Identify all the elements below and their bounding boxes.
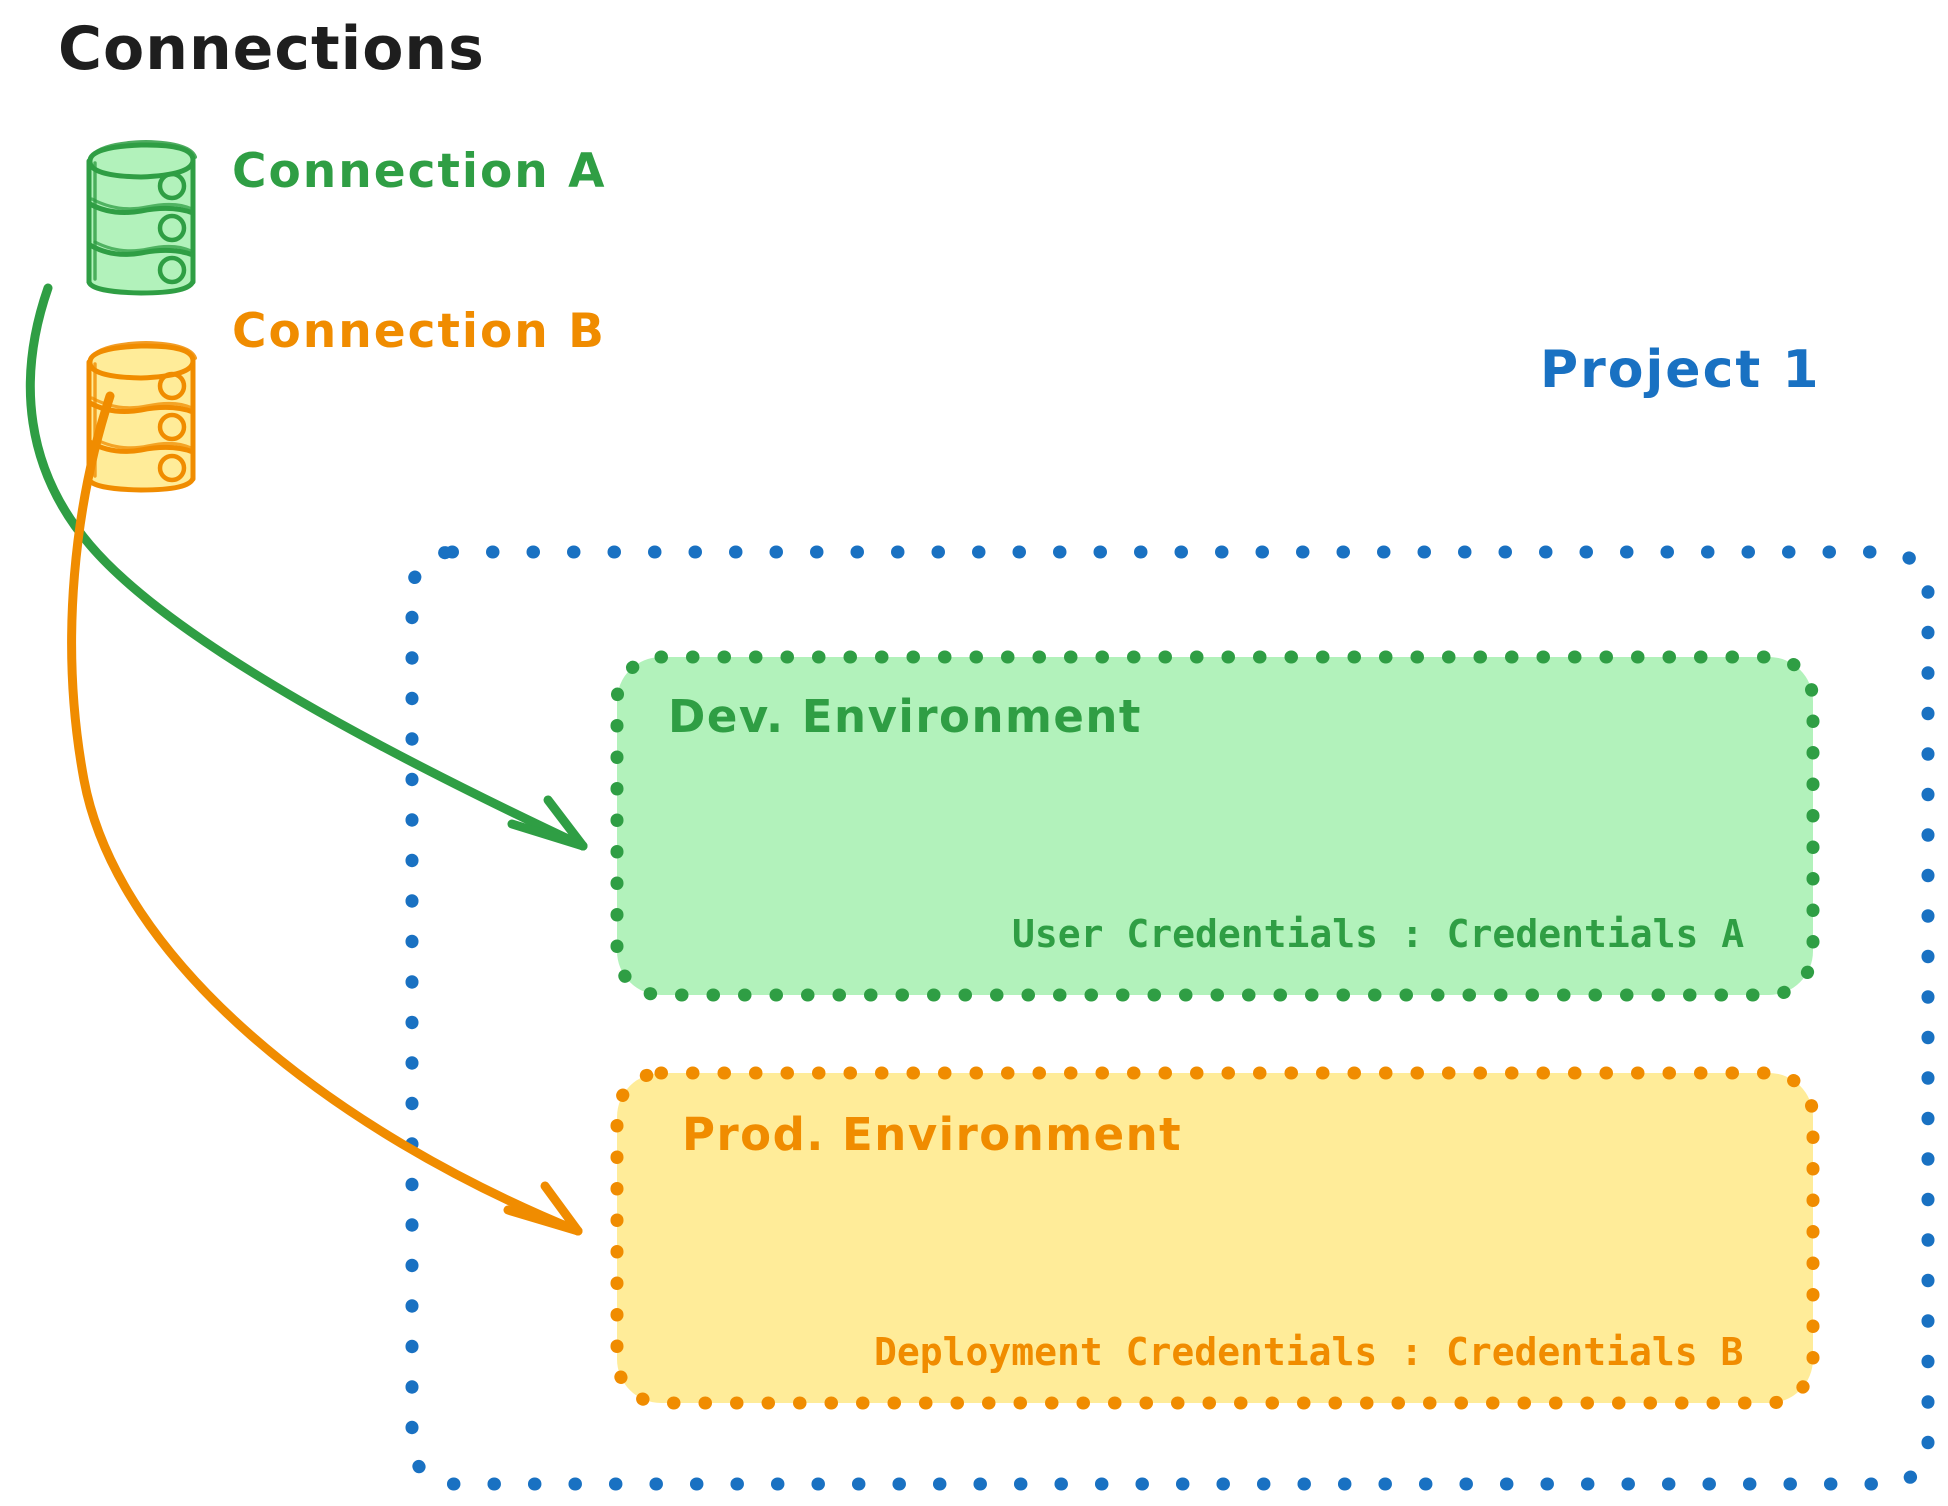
dev-environment-title: Dev. Environment xyxy=(668,690,1142,743)
prod-environment-title: Prod. Environment xyxy=(682,1108,1183,1161)
project-boundary-box[interactable] xyxy=(405,545,1935,1491)
database-cylinder-icon-orange[interactable] xyxy=(86,340,197,493)
prod-environment-box[interactable] xyxy=(610,1066,1820,1410)
dev-environment-box[interactable] xyxy=(610,650,1820,1002)
project-title-label: Project 1 xyxy=(1540,340,1821,400)
connection-a-label[interactable]: Connection A xyxy=(232,144,607,199)
database-cylinder-icon-green[interactable] xyxy=(86,139,197,296)
connection-b-label[interactable]: Connection B xyxy=(232,304,606,359)
arrow-connection-a-to-dev xyxy=(25,283,588,851)
arrow-connection-b-to-prod xyxy=(67,391,583,1236)
prod-environment-credentials: Deployment Credentials : Credentials B xyxy=(874,1330,1744,1374)
page-title: Connections xyxy=(58,14,485,84)
dev-environment-credentials: User Credentials : Credentials A xyxy=(1012,912,1745,956)
